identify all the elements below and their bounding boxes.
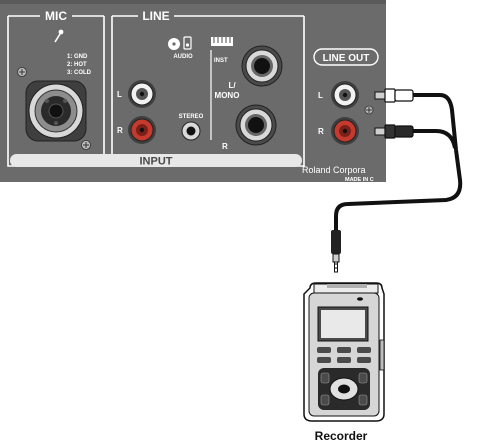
l-mono-label: MONO xyxy=(215,91,240,100)
pin-3-label: 3: COLD xyxy=(67,70,92,76)
recorder-display xyxy=(317,306,369,342)
led-icon xyxy=(357,297,363,301)
rca-plug-red xyxy=(374,124,414,139)
stereo-label: STEREO xyxy=(179,114,204,120)
line-out-l-label: L xyxy=(318,91,323,100)
rca-output-r[interactable] xyxy=(331,117,359,145)
mic-title: MIC xyxy=(45,9,67,23)
line-out-title: LINE OUT xyxy=(323,53,370,64)
keyboard-icon xyxy=(211,37,233,46)
rca-to-mini-cable xyxy=(331,88,463,273)
screw-icon xyxy=(81,140,91,150)
input-bar-label: INPUT xyxy=(140,156,173,168)
brand-label: Roland Corpora xyxy=(302,165,366,175)
cd-player-icon xyxy=(168,38,180,50)
rca-input-r[interactable] xyxy=(128,116,156,144)
line-out-r-label: R xyxy=(318,127,324,136)
pin-1-label: 1: GND xyxy=(67,54,88,60)
rca-output-l[interactable] xyxy=(331,81,359,109)
rca-input-l[interactable] xyxy=(128,80,156,108)
audio-label: AUDIO xyxy=(173,54,193,60)
rca-r-label: R xyxy=(117,126,123,135)
microphone-icon xyxy=(54,29,64,43)
mini-plug xyxy=(331,230,341,273)
stereo-mini-jack[interactable] xyxy=(181,121,201,141)
line-title: LINE xyxy=(142,9,169,23)
xlr-combo-jack[interactable] xyxy=(25,80,87,142)
mic-section: MIC 1: GND 2: HOT 3: COLD xyxy=(7,9,105,167)
recorder-label: Recorder xyxy=(315,429,368,443)
screw-icon xyxy=(17,67,27,77)
pin-2-label: 2: HOT xyxy=(67,62,87,68)
line-r-label: R xyxy=(222,142,228,151)
line-r-phone-jack[interactable] xyxy=(235,104,277,146)
inst-label: INST xyxy=(214,58,228,64)
inst-phone-jack[interactable] xyxy=(241,45,283,87)
recorder-control-pad[interactable] xyxy=(318,368,370,410)
rca-l-label: L xyxy=(117,90,122,99)
line-out-section: LINE OUT L R Roland Corpora MADE IN C xyxy=(302,48,379,183)
portable-player-icon xyxy=(183,36,192,50)
made-in-label: MADE IN C xyxy=(345,177,374,183)
screw-icon xyxy=(364,105,374,115)
l-mono-label-l: L/ xyxy=(228,81,236,90)
rca-plug-white xyxy=(374,88,414,103)
recorder-buttons[interactable] xyxy=(317,347,371,363)
recorder-device xyxy=(303,282,385,422)
input-bar: INPUT xyxy=(10,154,302,168)
